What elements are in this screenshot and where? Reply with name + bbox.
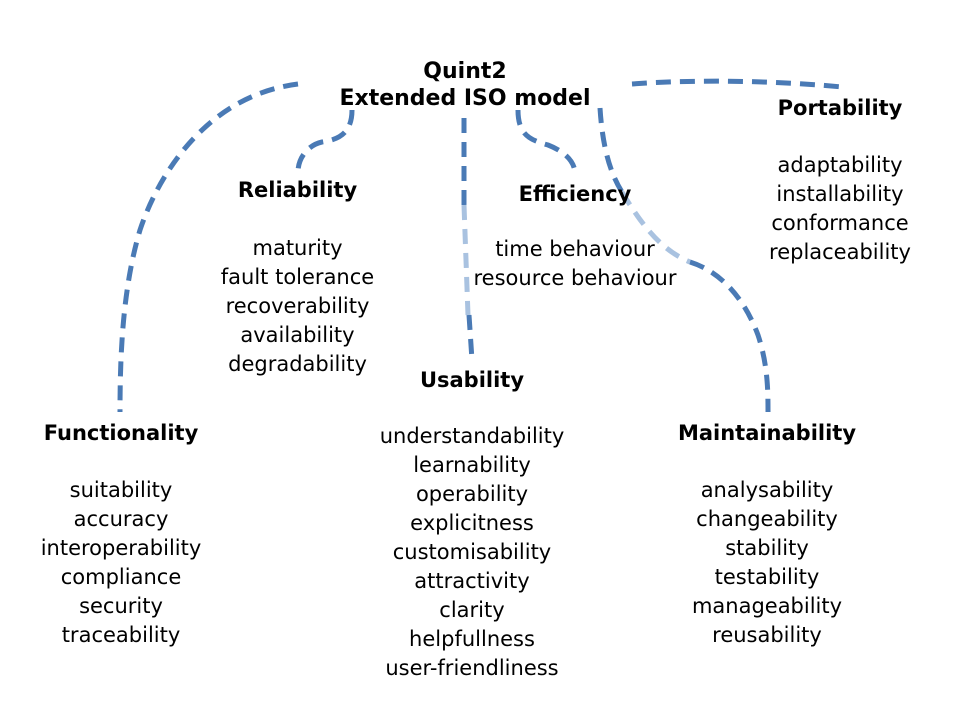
node-usability: Usability understandability learnability o… [362,367,582,683]
connector-efficiency [515,109,578,173]
node-heading: Portability [777,96,903,120]
title-line-2: Extended ISO model [339,86,591,111]
sub-characteristic: security [79,594,163,618]
sub-characteristic-list: suitability accuracy interoperability compl… [10,476,232,650]
connector-maintainability-middle [619,190,691,265]
node-functionality: Functionality suitability accuracy interop… [10,420,232,650]
title-line-1: Quint2 [423,59,507,84]
sub-characteristic: analysability [700,478,834,502]
sub-characteristic: stability [725,536,809,560]
sub-characteristic: resource behaviour [473,266,677,290]
sub-characteristic: compliance [60,565,182,589]
sub-characteristic: replaceability [769,240,911,264]
sub-characteristic: clarity [439,598,505,622]
node-heading: Reliability [237,178,358,202]
sub-characteristic: suitability [69,478,173,502]
sub-characteristic: interoperability [40,536,202,560]
node-reliability: Reliability maturity fault tolerance recov… [195,177,400,379]
sub-characteristic: time behaviour [495,237,655,261]
node-heading: Usability [419,368,525,392]
sub-characteristic: installability [776,182,904,206]
sub-characteristic: fault tolerance [220,265,375,289]
connector-usability-middle [461,204,471,316]
connector-portability [631,78,843,90]
connector-reliability [295,109,355,173]
sub-characteristic: degradability [228,352,367,376]
sub-characteristic: reusability [712,623,822,647]
node-heading: Maintainability [677,421,857,445]
diagram-title: Quint2 Extended ISO model [300,58,630,112]
node-heading: Functionality [43,421,199,445]
sub-characteristic: understandability [379,424,565,448]
node-portability: Portability adaptability installability co… [750,95,930,267]
node-maintainability: Maintainability analysability changeabili… [650,420,884,650]
sub-characteristic-list: understandability learnability operability… [362,422,582,683]
sub-characteristic-list: adaptability installability conformance rep… [750,151,930,267]
sub-characteristic: learnability [413,453,531,477]
sub-characteristic: helpfullness [409,627,535,651]
node-heading: Efficiency [518,182,632,206]
node-efficiency: Efficiency time behaviour resource behavi… [455,181,695,293]
sub-characteristic-list: analysability changeability stability testa… [650,476,884,650]
sub-characteristic: conformance [771,211,909,235]
sub-characteristic: explicitness [410,511,534,535]
sub-characteristic: attractivity [414,569,530,593]
sub-characteristic: recoverability [225,294,370,318]
sub-characteristic: availability [240,323,355,347]
sub-characteristic: accuracy [73,507,169,531]
sub-characteristic: customisability [392,540,552,564]
sub-characteristic: adaptability [777,153,903,177]
sub-characteristic-list: maturity fault tolerance recoverability ava… [195,234,400,379]
connector-maintainability-top [597,107,625,194]
sub-characteristic-list: time behaviour resource behaviour [455,235,695,293]
sub-characteristic: traceability [61,623,181,647]
sub-characteristic: manageability [691,594,843,618]
sub-characteristic: user-friendliness [385,656,559,680]
sub-characteristic: operability [415,482,529,506]
sub-characteristic: testability [714,565,820,589]
connector-functionality [117,81,299,413]
sub-characteristic: changeability [696,507,838,531]
connector-usability-bottom [466,314,475,361]
connector-maintainability-bottom [689,259,771,413]
sub-characteristic: maturity [252,236,343,260]
